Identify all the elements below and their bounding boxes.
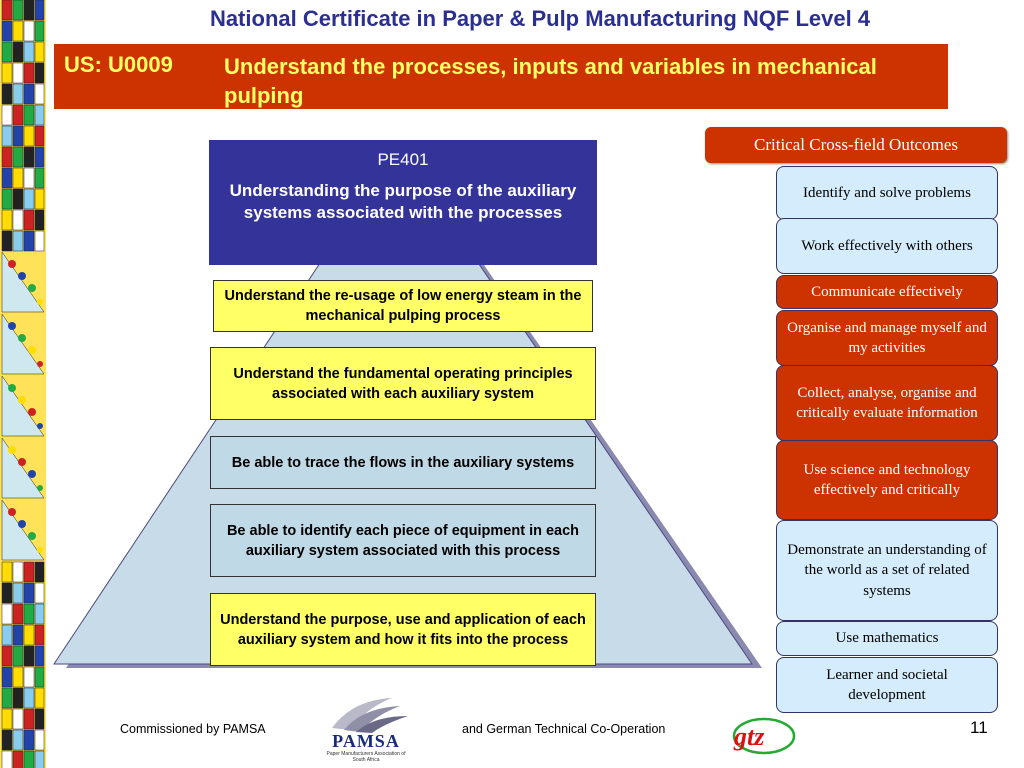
objective-box: Understand the fundamental operating pri… bbox=[210, 347, 596, 420]
pyramid-shape bbox=[53, 247, 762, 668]
decorative-border bbox=[0, 0, 46, 768]
page-title: National Certificate in Paper & Pulp Man… bbox=[209, 6, 871, 31]
gtz-logo-icon: gtz bbox=[732, 717, 796, 755]
outcome-item: Communicate effectively bbox=[776, 275, 998, 309]
pamsa-subtitle: Paper Manufacturers Association of South… bbox=[326, 751, 406, 763]
outcome-item: Use science and technology effectively a… bbox=[776, 440, 998, 520]
objective-box: Be able to identify each piece of equipm… bbox=[210, 504, 596, 577]
svg-text:gtz: gtz bbox=[733, 722, 765, 751]
unit-standard-banner: US: U0009 Understand the processes, inpu… bbox=[54, 44, 948, 109]
outcome-item: Collect, analyse, organise and criticall… bbox=[776, 365, 998, 441]
performance-element-code: PE401 bbox=[377, 150, 429, 169]
pamsa-wordmark: PAMSA bbox=[332, 731, 400, 751]
unit-standard-title: Understand the processes, inputs and var… bbox=[224, 54, 877, 108]
commissioned-text: Commissioned by PAMSA bbox=[120, 722, 266, 736]
objective-box: Understand the re-usage of low energy st… bbox=[213, 280, 593, 332]
outcome-item: Organise and manage myself and my activi… bbox=[776, 310, 998, 366]
unit-standard-code: US: U0009 bbox=[64, 52, 173, 77]
gtz-logo: gtz bbox=[728, 716, 798, 756]
outcome-item: Learner and societal development bbox=[776, 657, 998, 713]
performance-element-box: PE401 Understanding the purpose of the a… bbox=[209, 140, 597, 265]
pamsa-logo: PAMSA Paper Manufacturers Association of… bbox=[322, 694, 410, 764]
page-number: 11 bbox=[970, 718, 988, 737]
objective-box: Be able to trace the flows in the auxili… bbox=[210, 436, 596, 489]
objective-box: Understand the purpose, use and applicat… bbox=[210, 593, 596, 666]
performance-element-text: Understanding the purpose of the auxilia… bbox=[229, 181, 577, 222]
outcome-item: Demonstrate an understanding of the worl… bbox=[776, 520, 998, 621]
outcome-item: Work effectively with others bbox=[776, 218, 998, 274]
partner-text: and German Technical Co-Operation bbox=[462, 722, 666, 736]
pamsa-swoosh-icon bbox=[332, 698, 408, 733]
outcomes-header: Critical Cross-field Outcomes bbox=[705, 127, 1007, 163]
outcome-item: Use mathematics bbox=[776, 621, 998, 656]
outcome-item: Identify and solve problems bbox=[776, 166, 998, 220]
